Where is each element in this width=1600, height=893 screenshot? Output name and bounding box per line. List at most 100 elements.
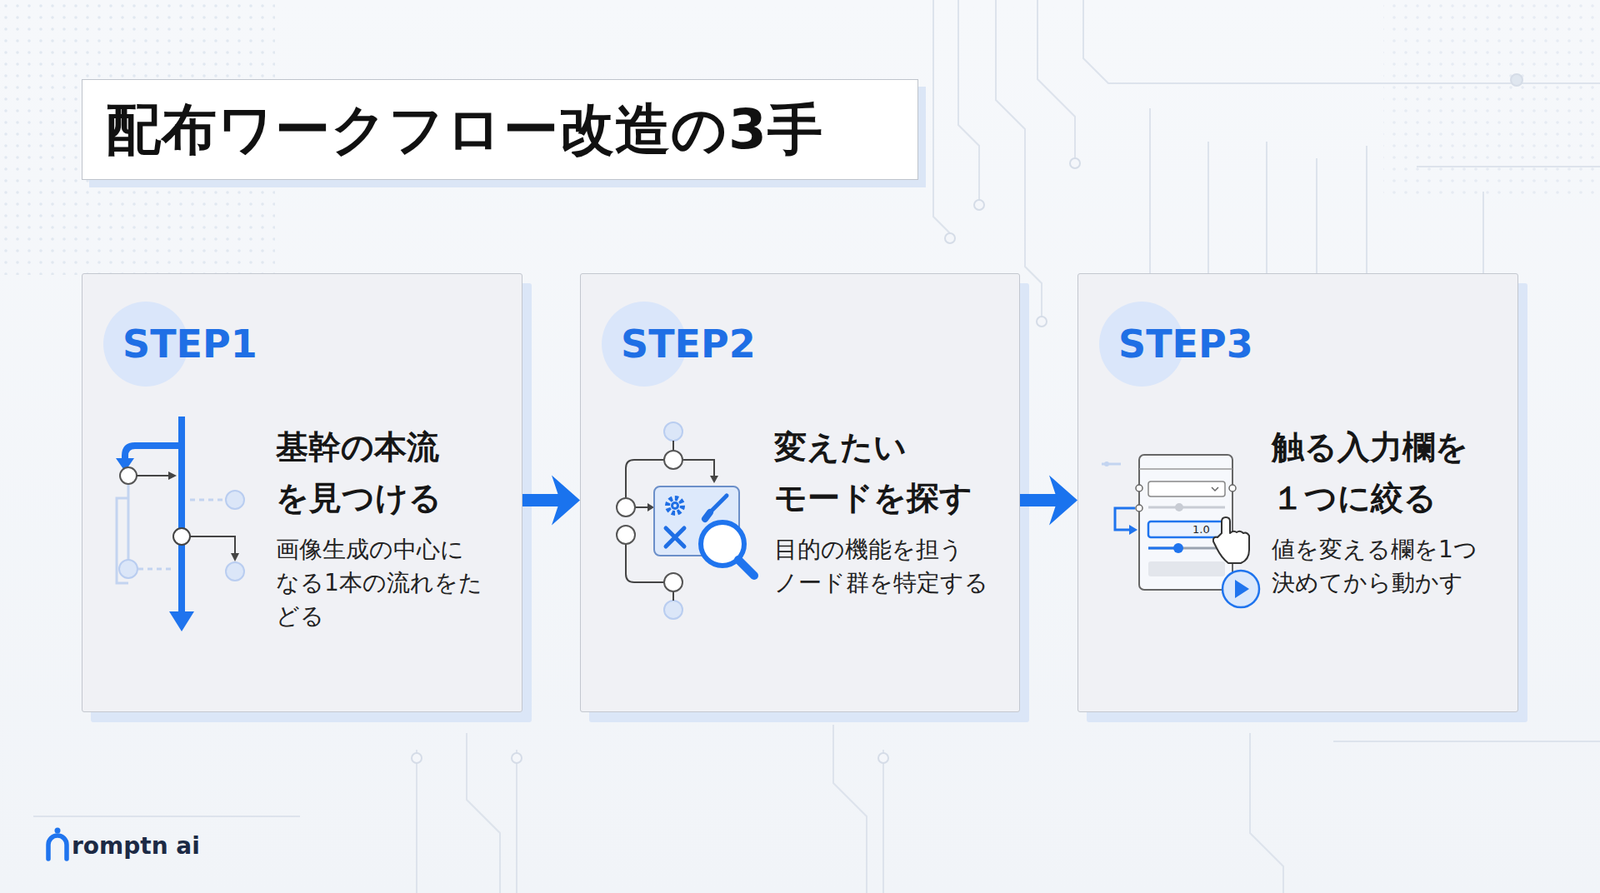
- circuit-lines-part: [1250, 733, 1284, 893]
- main-flow-icon-part: [225, 490, 245, 510]
- arrow-head: [551, 475, 580, 525]
- mode-search-icon-part: [616, 498, 635, 517]
- main-flow-icon-part-part: [190, 499, 224, 502]
- main-flow-icon-part: [168, 471, 177, 480]
- input-field-icon-part: [1211, 487, 1219, 491]
- main-flow-icon-part: [136, 475, 170, 477]
- step-card: STEP1 基幹の本流 を見つける画像生成の中心に なる1本の流れをた どる: [81, 273, 523, 713]
- circuit-lines-part: [515, 750, 518, 893]
- main-flow-icon: [115, 416, 245, 632]
- step-description: 画像生成の中心に なる1本の流れをた どる: [275, 533, 518, 634]
- step-card: STEP3触る入力欄を １つに絞る値を変える欄を1つ 決めてから動かす: [1077, 273, 1519, 713]
- mode-search-icon-part: [616, 525, 635, 545]
- mode-search-icon-part: [667, 498, 683, 514]
- input-field-icon-part: [1148, 481, 1225, 497]
- input-field-icon-part: [1115, 508, 1135, 530]
- mode-search-icon-part: [664, 422, 683, 441]
- circuit-lines-part: [1416, 165, 1600, 168]
- mode-search-icon-part: [625, 440, 715, 601]
- mode-search-icon-part-part: [625, 460, 665, 499]
- circuit-lines-part: [995, 0, 1042, 317]
- step-number: STEP1: [122, 320, 258, 368]
- input-field-icon-part: [1135, 505, 1143, 512]
- input-field-icon-part: [1213, 517, 1250, 564]
- input-field-icon-part: [1175, 503, 1184, 512]
- mode-search-icon-part: [673, 504, 677, 508]
- step-description: 値を変える欄を1つ 決めてから動かす: [1271, 533, 1514, 600]
- input-field-icon-part: [1148, 506, 1225, 510]
- mode-search-icon-part: [664, 600, 683, 620]
- circuit-pads-part: [1510, 74, 1523, 86]
- main-flow-icon-part: [120, 467, 137, 485]
- step-heading: 変えたい モードを探す: [774, 421, 1016, 524]
- circuit-pads-part: [511, 753, 522, 764]
- mode-search-icon-part-part: [625, 544, 665, 583]
- input-field-icon: [1101, 455, 1260, 608]
- flow-arrow: [1020, 475, 1078, 525]
- main-flow-icon-part: [125, 445, 182, 460]
- mode-search-icon-part-part: [672, 440, 675, 451]
- input-field-icon-part: [1135, 485, 1143, 492]
- input-field-icon-part: [1104, 461, 1110, 467]
- logo-mark-part: [48, 835, 67, 860]
- circuit-lines-part: [1315, 158, 1318, 300]
- main-flow-icon-part-part: [138, 568, 174, 571]
- arrow-shaft: [522, 494, 562, 507]
- mode-search-icon-part: [705, 512, 710, 520]
- main-flow-icon-part-part: [127, 485, 130, 560]
- circuit-pads-part: [878, 753, 889, 764]
- circuit-lines: [33, 0, 1600, 893]
- step-heading: 基幹の本流 を見つける: [275, 421, 518, 524]
- step-badge-circle: [103, 301, 189, 387]
- circuit-lines-part: [1265, 141, 1268, 275]
- main-flow-icon-part: [173, 528, 190, 545]
- brand-logo-text: romptn ai: [71, 830, 200, 863]
- circuit-pads-part: [974, 200, 985, 210]
- circuit-lines-part: [466, 733, 500, 893]
- step-description: 目的の機能を担う ノード群を特定する: [774, 533, 1016, 600]
- main-flow-icon-part: [230, 553, 240, 562]
- input-field-icon-part: [1173, 543, 1184, 554]
- main-flow-icon-part: [169, 611, 195, 632]
- input-field-icon-part: [1148, 547, 1225, 550]
- main-flow-icon-part: [178, 416, 185, 617]
- input-field-icon-part: [1148, 561, 1225, 577]
- circuit-pads-part: [411, 753, 422, 764]
- mode-search-icon-part: [670, 501, 680, 510]
- step-number: STEP2: [620, 320, 756, 368]
- mode-search-icon-part: [665, 528, 685, 547]
- mode-search-icon-part: [654, 486, 740, 556]
- arrow-shaft: [1020, 494, 1060, 507]
- main-flow-icon-part-part: [116, 498, 129, 584]
- main-flow-icon-part: [190, 536, 235, 555]
- circuit-lines-part: [1483, 191, 1517, 467]
- mode-search-icon-part: [710, 475, 719, 484]
- input-field-icon-part: [1222, 570, 1260, 608]
- input-field-icon-part: [1139, 468, 1233, 470]
- field-value: 1.0: [1192, 522, 1210, 538]
- circuit-lines-part: [1300, 82, 1600, 85]
- title-text: 配布ワークフロー改造の3手: [105, 92, 824, 168]
- arrow-head: [1049, 475, 1078, 525]
- circuit-lines-part: [833, 725, 867, 893]
- mode-search-icon-part-part: [635, 506, 649, 509]
- mode-search-icon-part: [647, 503, 655, 512]
- mode-search-icon-part: [664, 450, 683, 470]
- circuit-lines-part: [1150, 108, 1167, 292]
- logo-mark: [48, 828, 67, 860]
- step-number: STEP3: [1118, 320, 1254, 368]
- logo-mark-part: [55, 828, 61, 835]
- circuit-pads-part: [945, 233, 955, 244]
- circuit-lines-part: [958, 0, 980, 200]
- input-field-icon-part: [1139, 455, 1233, 590]
- step-badge-circle: [1099, 301, 1185, 387]
- circuit-lines-part: [1365, 145, 1368, 284]
- mode-search-icon-part: [664, 573, 683, 592]
- main-flow-icon-part: [225, 562, 245, 581]
- circuit-pads-part: [1070, 158, 1080, 169]
- input-field-icon-part: [1148, 521, 1225, 538]
- circuit-lines-part: [1333, 740, 1600, 743]
- main-flow-icon-part: [115, 458, 135, 472]
- dot-pattern: [1383, 0, 1600, 200]
